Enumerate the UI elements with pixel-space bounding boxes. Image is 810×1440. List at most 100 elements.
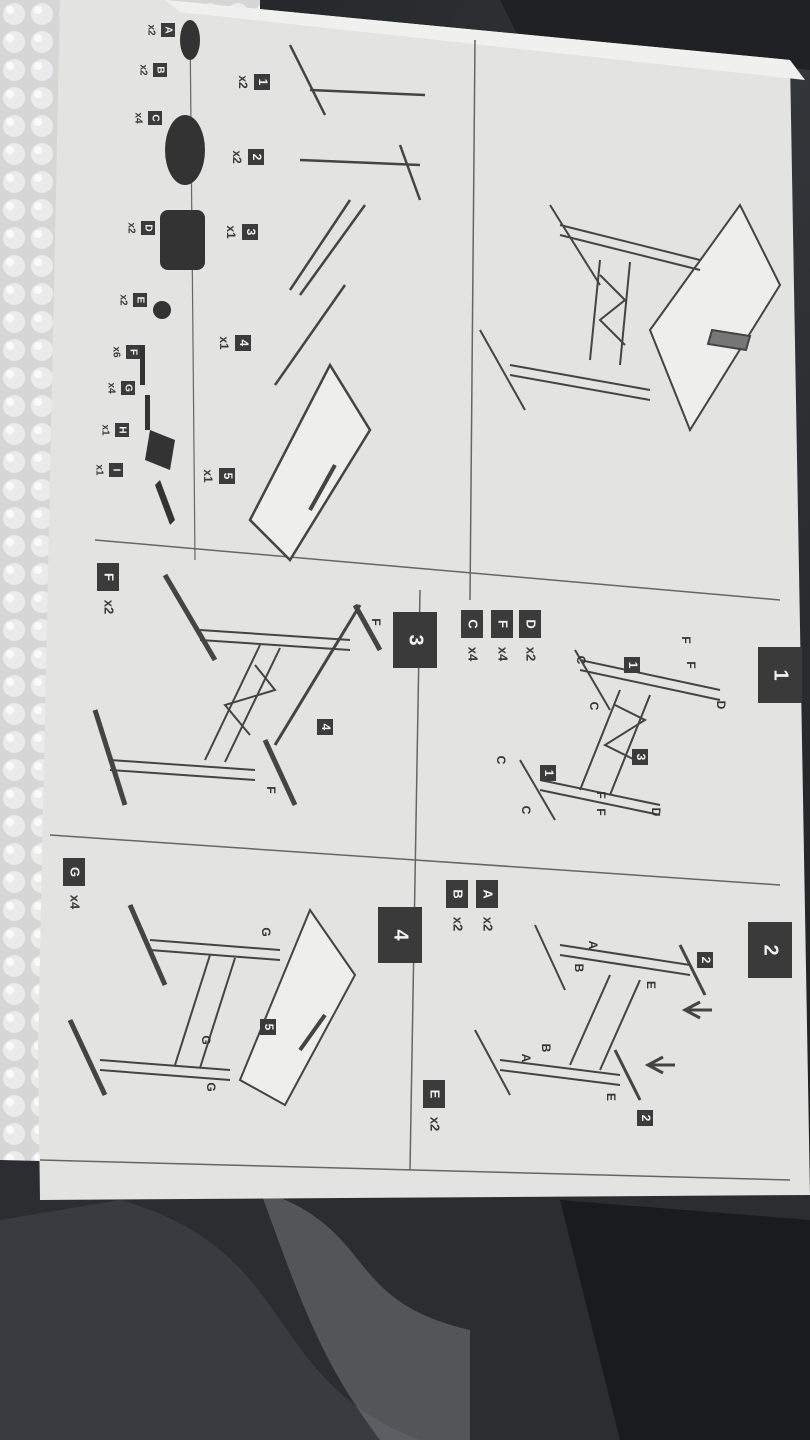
step-2-callout-E: E (604, 1093, 618, 1101)
dark-plastic-top (500, 0, 810, 70)
step-1-part-1-box (540, 765, 556, 781)
step-1-callout-C: C (494, 756, 508, 765)
hardware-illustrations (140, 20, 205, 525)
hardware-I-letter: I (110, 469, 121, 472)
hardware-G-letter-box (121, 381, 135, 395)
step-1-callout-F: F (679, 636, 693, 643)
step-1-number: 1 (770, 669, 792, 680)
step-2-part-2: 2 (639, 1115, 653, 1122)
step-4-hw-G-box (63, 858, 85, 886)
step-2-callout-E: E (644, 981, 658, 989)
step-2-callout-A: A (519, 1054, 533, 1063)
hardware-F-qty: x6 (110, 346, 121, 358)
step-4-part-5-box (260, 1019, 276, 1035)
hardware-A-letter-box (161, 23, 175, 37)
hardware-H-letter: H (116, 426, 127, 433)
part-5-number-box (219, 468, 235, 484)
step-1-hw-C-qty: x4 (466, 647, 481, 662)
step-3-hw-F-letter: F (102, 573, 117, 581)
step-1-hw-D-box (519, 610, 541, 638)
part-4-qty: x1 (217, 336, 231, 350)
step-1-part-1: 1 (542, 770, 556, 777)
step-1-hw-F-letter: F (496, 620, 511, 628)
step-2-tab (748, 922, 792, 978)
part-5-qty: x1 (201, 469, 215, 483)
step-2-callout-A: A (586, 941, 600, 950)
step-2-callout-B: B (572, 964, 586, 973)
step-2-hw-A-box (476, 880, 498, 908)
step-2-hw-E-box (423, 1080, 445, 1108)
hardware-E-letter: E (134, 297, 145, 304)
part-2-number-box (248, 149, 264, 165)
hardware-D-qty: x2 (125, 222, 136, 234)
step-2-hw-A-letter: A (481, 889, 496, 899)
hardware-C-qty: x4 (132, 112, 143, 124)
step-1-hw-F-box (491, 610, 513, 638)
step-1-part-1: 1 (626, 662, 640, 669)
step-3-callout-F: F (264, 786, 278, 793)
hardware-C-letter-box (148, 111, 162, 125)
instruction-labels: 1x22x23x14x15x1Ax2Bx2Cx4Dx2Ex2Fx6Gx4Hx1I… (63, 23, 802, 1131)
hardware-A-letter: A (162, 26, 173, 33)
step-1-illustration (519, 649, 721, 821)
step-4-number: 4 (390, 929, 412, 941)
part-1-number-box (254, 74, 270, 90)
step-1-callout-F: F (594, 791, 608, 798)
step-1-tab (758, 647, 802, 703)
step-2-part-2-box (697, 952, 713, 968)
step-2-illustration (474, 924, 712, 1101)
step-1-callout-F: F (594, 808, 608, 815)
step-1-callout-C: C (574, 656, 588, 665)
part-3-number: 3 (244, 229, 258, 236)
step-2-hw-E-letter: E (428, 1090, 443, 1099)
step-4-illustration (67, 903, 357, 1107)
hardware-H-letter-box (115, 423, 129, 437)
step-2-hw-B-box (446, 880, 468, 908)
step-2-hw-E-qty: x2 (428, 1117, 443, 1131)
step-1-hw-D-letter: D (524, 619, 539, 628)
step-1-callout-F: F (684, 661, 698, 668)
hardware-I-qty: x1 (93, 464, 104, 476)
step-1-callout-D: D (649, 808, 663, 817)
step-1-callout-C: C (587, 702, 601, 711)
step-2-hw-B-qty: x2 (451, 917, 466, 931)
step-4-callout-G: G (259, 927, 273, 936)
hardware-B-letter-box (153, 63, 167, 77)
hardware-A-qty: x2 (145, 24, 156, 36)
hardware-I-letter-box (109, 463, 123, 477)
step-4-hw-G-letter: G (68, 867, 83, 877)
part-2-number: 2 (250, 154, 264, 161)
part-4-number-box (235, 335, 251, 351)
step-3-illustration (92, 573, 383, 807)
step-4-callout-G: G (199, 1035, 213, 1044)
hardware-F-letter: F (127, 349, 138, 355)
step-3-hw-F-box (97, 563, 119, 591)
step-3-number: 3 (405, 634, 427, 645)
step-2-number: 2 (760, 944, 782, 955)
hardware-H-qty: x1 (99, 424, 110, 436)
hardware-E-letter-box (133, 293, 147, 307)
step-1-part-3: 3 (634, 754, 648, 761)
step-2-hw-B-letter: B (451, 889, 466, 898)
part-5-number: 5 (221, 473, 235, 480)
step-4-callout-G: G (204, 1082, 218, 1091)
step-4-tab (378, 907, 422, 963)
hardware-B-letter: B (154, 66, 165, 73)
instruction-sheet: 1x22x23x14x15x1Ax2Bx2Cx4Dx2Ex2Fx6Gx4Hx1I… (38, 0, 810, 1200)
step-2-hw-A-qty: x2 (481, 917, 496, 931)
part-2-qty: x2 (230, 150, 244, 164)
hardware-C-letter: C (149, 114, 160, 121)
step-1-callout-D: D (714, 701, 728, 710)
step-1-hw-F-qty: x4 (496, 647, 511, 662)
step-1-hw-D-qty: x2 (524, 647, 539, 661)
part-4-number: 4 (237, 340, 251, 347)
hardware-G-qty: x4 (105, 382, 116, 394)
step-1-part-3-box (632, 749, 648, 765)
step-1-hw-C-box (461, 610, 483, 638)
step-3-part-4: 4 (319, 724, 333, 731)
step-1-part-1-box (624, 657, 640, 673)
part-3-qty: x1 (224, 225, 238, 239)
hardware-D-letter-box (141, 221, 155, 235)
step-1-hw-C-letter: C (466, 619, 481, 629)
